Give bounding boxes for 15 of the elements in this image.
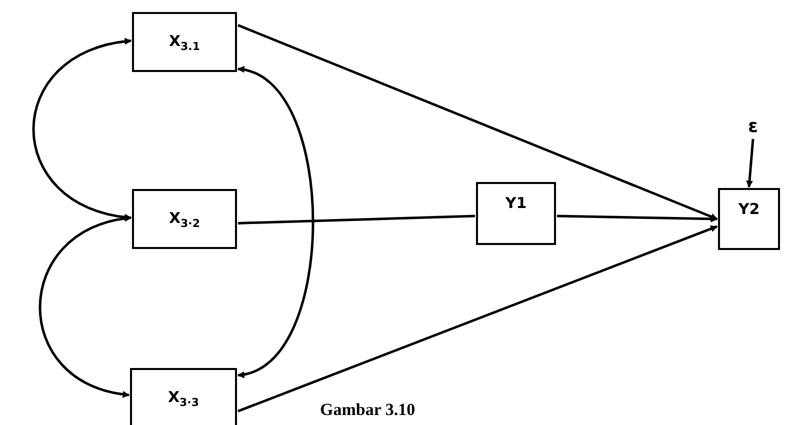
variable-box: Y1 bbox=[476, 182, 556, 245]
error-term-label: ε bbox=[744, 114, 762, 138]
arrow bbox=[556, 214, 718, 222]
arrow bbox=[238, 24, 718, 220]
double-headed-arrow bbox=[237, 67, 314, 377]
variable-box: Y2 bbox=[718, 188, 780, 250]
figure-caption: Gambar 3.10 bbox=[320, 400, 416, 420]
connector-line bbox=[238, 214, 476, 224]
double-headed-arrow bbox=[38, 216, 132, 398]
double-headed-arrow bbox=[32, 38, 132, 220]
variable-box: X$_{3·3}$ bbox=[130, 368, 237, 425]
arrow bbox=[746, 138, 754, 188]
variable-box: X$_{3.1}$ bbox=[132, 12, 237, 72]
variable-box: X$_{3·2}$ bbox=[132, 189, 237, 249]
arrow bbox=[238, 225, 718, 412]
